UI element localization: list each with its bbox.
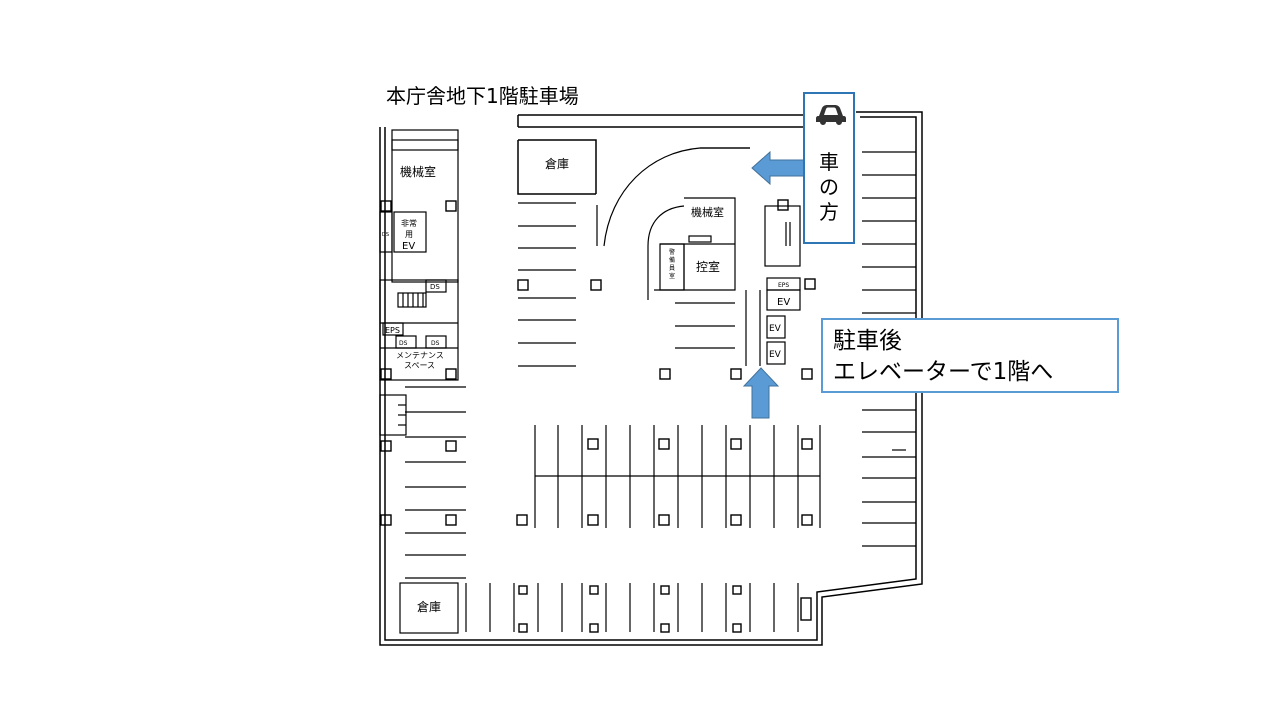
room-ev-3: EV (769, 350, 782, 360)
room-ds-3: DS (399, 340, 408, 347)
center-parking-block (534, 425, 821, 528)
room-emergency-ev-1: 非常 (401, 218, 417, 228)
room-ev-2: EV (769, 324, 782, 334)
ramp-curve (603, 147, 750, 300)
room-ev-1: EV (777, 297, 790, 308)
after-parking-callout: 駐車後 エレベーターで1階へ (821, 318, 1119, 393)
room-waiting: 控室 (696, 259, 720, 274)
bottom-posts (518, 585, 812, 633)
car-icon (816, 105, 846, 125)
room-eps: EPS (385, 326, 400, 335)
room-security-4: 室 (669, 272, 675, 280)
center-block-posts (516, 438, 813, 526)
map-title: 本庁舎地下1階駐車場 (386, 84, 579, 108)
center-parking-lines (675, 302, 735, 349)
room-emergency-ev-3: EV (402, 241, 415, 252)
car-direction-char-2: の (819, 175, 839, 199)
left-parking-lines (405, 386, 466, 579)
storage-room-top (517, 139, 597, 195)
left-core (379, 129, 459, 634)
callout-line-1: 駐車後 (833, 328, 902, 354)
up-arrow-icon (742, 367, 780, 419)
right-parking-lines (862, 151, 916, 547)
car-direction-char-3: 方 (819, 200, 839, 224)
room-storage-bottom: 倉庫 (417, 599, 441, 614)
callout-line-2: エレベーターで1階へ (833, 359, 1054, 385)
room-security-2: 備 (669, 256, 675, 264)
room-maintenance-1: メンテナンス (396, 351, 444, 360)
room-security-3: 員 (669, 265, 675, 272)
car-direction-char-1: 車 (819, 150, 839, 174)
outer-walls (379, 111, 923, 646)
car-direction-text: 車 の 方 (805, 150, 853, 225)
left-posts (380, 200, 457, 526)
upper-parking-lines (518, 202, 598, 367)
room-security-1: 警 (669, 248, 675, 256)
room-machine-left: 機械室 (400, 164, 436, 179)
room-ds-1: DS (382, 232, 389, 238)
center-core (654, 197, 801, 366)
bottom-parking-lines (465, 583, 799, 632)
upper-posts (517, 199, 816, 380)
car-direction-label: 車 の 方 (803, 92, 855, 244)
left-arrow-icon (751, 150, 805, 186)
room-maintenance-2: スペース (404, 361, 435, 370)
room-eps-center: EPS (778, 282, 789, 289)
room-emergency-ev-2: 用 (405, 230, 413, 239)
room-ds-4: DS (431, 340, 440, 347)
room-ds-2: DS (430, 283, 440, 291)
room-machine-center: 機械室 (691, 205, 724, 219)
room-storage-top: 倉庫 (545, 156, 569, 171)
